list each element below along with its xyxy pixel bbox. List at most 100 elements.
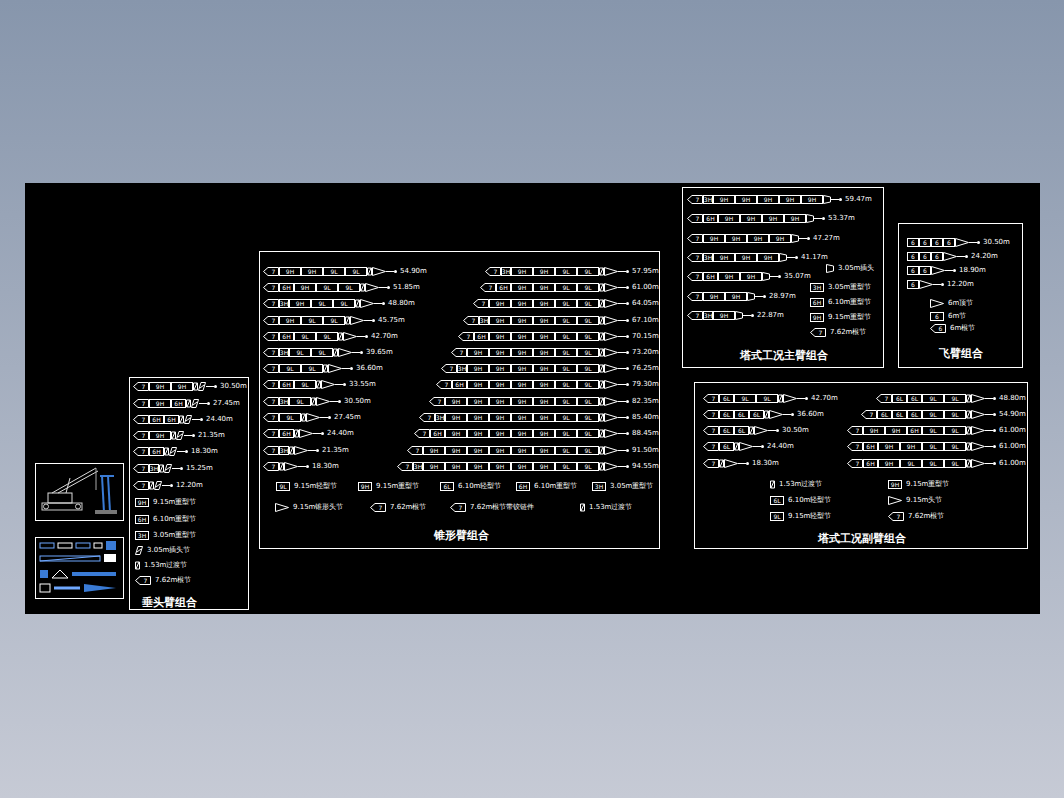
end-pin <box>814 214 826 223</box>
section-code: 9H <box>474 365 482 372</box>
section-code: 9H <box>786 196 794 203</box>
stroke <box>171 450 175 453</box>
section-code: 6H <box>282 381 290 388</box>
section-code: 7 <box>870 411 874 418</box>
tip-section <box>284 462 298 471</box>
section-code: 6H <box>455 381 463 388</box>
section-code: 7 <box>696 215 700 222</box>
legend-item: 77.62m根节 <box>370 502 426 512</box>
root-label-holder: 7 <box>412 446 423 455</box>
transition-section <box>770 480 775 489</box>
section-code: 9H <box>518 398 526 405</box>
boom-length: 48.80m <box>999 394 1026 402</box>
boom-section: 6L <box>719 394 734 403</box>
outline <box>430 397 445 405</box>
tip-section <box>971 410 985 419</box>
section-code: 9H <box>518 349 526 356</box>
boom-section: 9H <box>769 234 791 243</box>
boom-row: 79H6H27.45m <box>133 398 240 408</box>
boom-section: 9L <box>577 267 599 276</box>
root-outline <box>703 410 719 419</box>
section-code: 6L <box>896 411 903 418</box>
outline <box>605 446 618 454</box>
stroke <box>600 349 603 356</box>
stroke <box>600 414 603 421</box>
pin-dot <box>321 432 324 435</box>
boom-section: 9H <box>713 253 735 262</box>
boom-section: 9L <box>555 397 577 406</box>
outline <box>889 496 902 504</box>
end-pin <box>386 267 398 276</box>
section-code: 9H <box>776 235 784 242</box>
end-pin <box>945 266 957 275</box>
outline <box>134 415 149 423</box>
outline <box>420 413 435 421</box>
boom-section: 9L <box>311 299 333 308</box>
boom-section: 9H <box>533 397 555 406</box>
pin-dot <box>170 484 173 487</box>
end-pin <box>330 397 342 406</box>
stroke <box>957 256 965 257</box>
section-code: 9H <box>496 381 504 388</box>
root-section: 7 <box>414 429 430 438</box>
boom-section: 6L <box>907 394 922 403</box>
tip-section <box>604 299 618 308</box>
outline <box>398 462 413 470</box>
stroke <box>600 300 603 307</box>
outline <box>704 394 719 402</box>
section-code: 9H <box>885 460 893 467</box>
boom-shape: 79H9H <box>133 382 206 391</box>
root-label-holder: 7 <box>708 442 719 451</box>
boom-shape: 76L6L9L9L <box>876 394 985 403</box>
end-pin <box>374 299 386 308</box>
boom-section: 9L <box>555 364 577 373</box>
boom-row: 73H21.35m <box>263 445 349 455</box>
transition-section <box>966 410 971 419</box>
legend-text: 1.53m过渡节 <box>779 480 822 488</box>
stroke <box>985 398 993 399</box>
pin-dot <box>328 416 331 419</box>
root-outline <box>703 459 719 468</box>
pin-dot <box>626 319 629 322</box>
boom-row: 79L27.45m <box>263 412 361 422</box>
boom-section: 6 <box>907 238 919 247</box>
root-label-holder: 7 <box>852 459 863 468</box>
end-pin <box>379 283 391 292</box>
section-code: 3H <box>595 483 603 490</box>
stroke <box>618 271 626 272</box>
stroke <box>720 460 723 467</box>
section-code: 9L <box>951 443 958 450</box>
boom-section: 9L <box>555 429 577 438</box>
transition-section <box>289 446 294 455</box>
outline <box>605 316 618 324</box>
boom-section: 6 <box>943 238 955 247</box>
boom-section: 9H <box>740 272 762 281</box>
transition-section <box>599 299 604 308</box>
boom-section: 9L <box>323 267 345 276</box>
section-code: 7 <box>272 300 276 307</box>
legend-item: 9H9.15m重型节 <box>888 479 949 489</box>
boom-shape: 76L6L <box>703 426 768 435</box>
boom-shape <box>930 299 944 308</box>
section-code: 9H <box>496 349 504 356</box>
root-outline <box>436 380 452 389</box>
boom-section: 9L <box>577 364 599 373</box>
luffing-head <box>169 447 177 456</box>
boom-section: 9H <box>489 446 511 455</box>
outline <box>972 459 985 467</box>
legend-item: 3H3.05m重型节 <box>135 530 196 540</box>
outline <box>442 364 457 372</box>
stroke <box>750 427 753 434</box>
root-section: 7 <box>458 332 474 341</box>
boom-shape: 73H9L <box>263 397 330 406</box>
root-outline <box>687 311 703 320</box>
legend-text: 6m根节 <box>950 324 975 332</box>
section-code: 9H <box>742 196 750 203</box>
root-section: 7 <box>263 283 279 292</box>
boom-row: 76L24.40m <box>703 441 794 451</box>
root-label-holder: 7 <box>692 214 703 223</box>
section-code: 6 <box>911 253 915 260</box>
boom-section: 6L <box>719 426 734 435</box>
outline <box>437 380 452 388</box>
boom-shape: 76H6H <box>133 415 192 424</box>
